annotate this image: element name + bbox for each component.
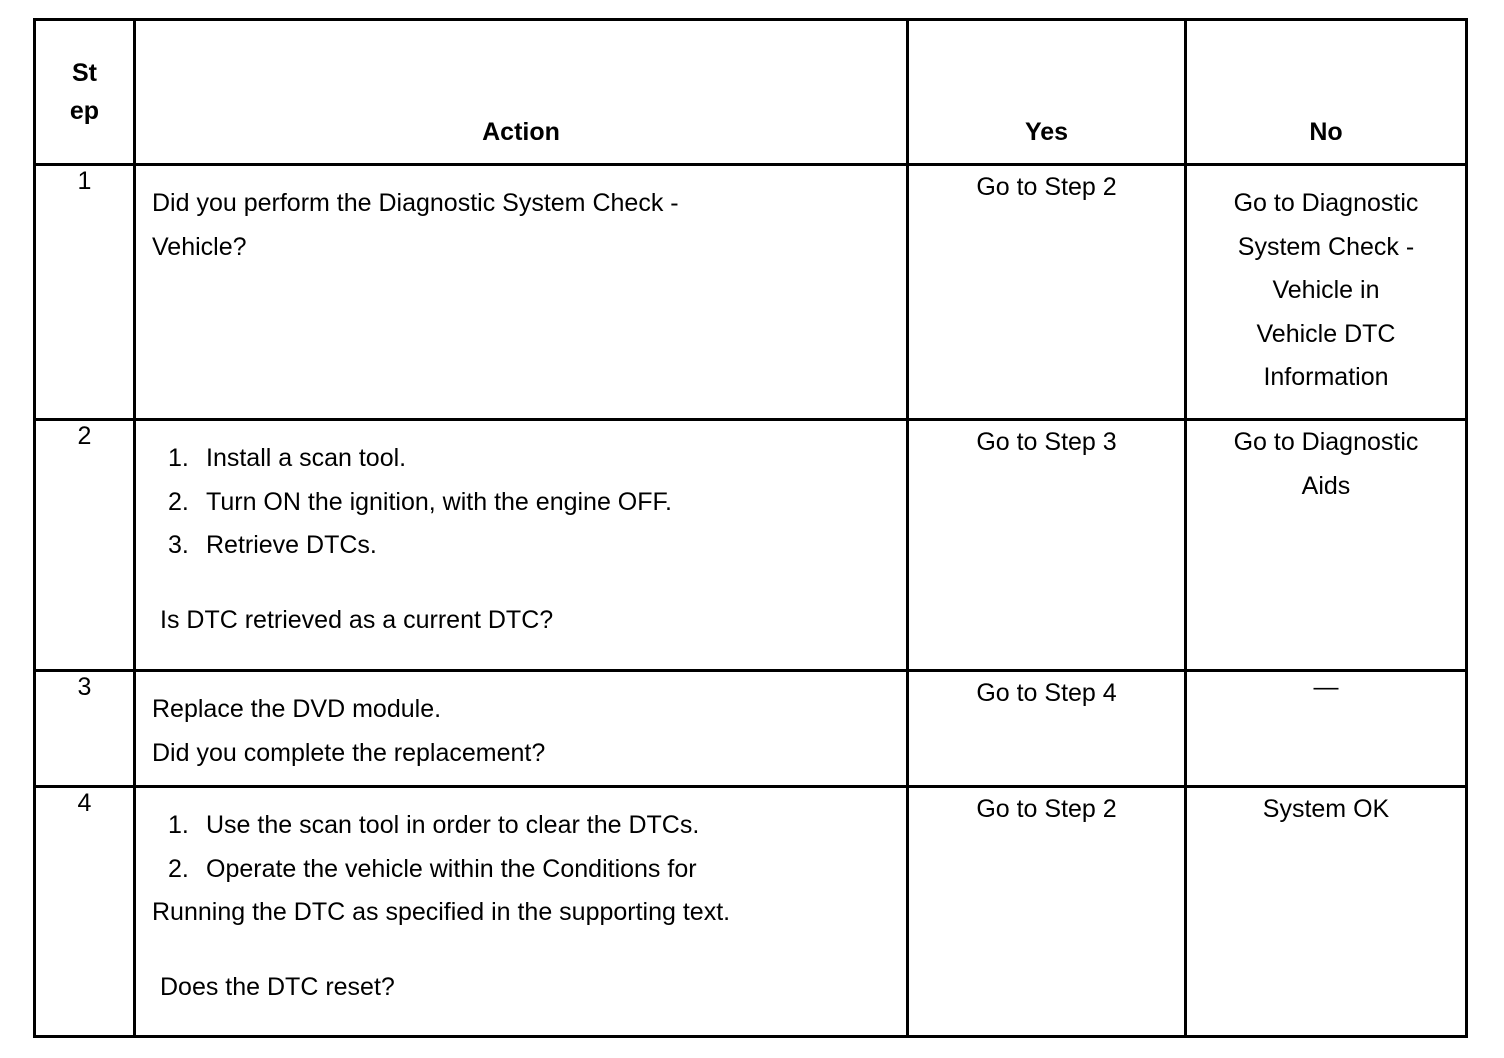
action-line: 1. Install a scan tool. (152, 437, 892, 481)
header-cell-step: St ep (33, 18, 136, 166)
table-row: 4 1. Use the scan tool in order to clear t… (33, 785, 1468, 1038)
action-line: 2. Operate the vehicle within the Conditi… (152, 848, 892, 892)
cell-yes: Go to Step 4 (906, 669, 1187, 788)
step-number: 1 (77, 167, 92, 195)
action-line: Running the DTC as specified in the supp… (152, 898, 731, 926)
no-result-line: System Check - (1237, 232, 1415, 261)
action-line: Vehicle? (152, 232, 247, 261)
cell-yes: Go to Step 2 (906, 785, 1187, 1038)
action-line-text: Install a scan tool. (206, 444, 407, 472)
yes-cell-wrap: Go to Step 2 (909, 166, 1184, 224)
action-line: Did you complete the replacement? (152, 738, 546, 767)
cell-yes: Go to Step 3 (906, 418, 1187, 672)
header-yes-wrap: Yes (909, 21, 1184, 163)
yes-result-text: Go to Step 2 (976, 795, 1117, 823)
cell-action: 1. Use the scan tool in order to clear th… (133, 785, 909, 1038)
cell-action: Did you perform the Diagnostic System Ch… (133, 163, 909, 421)
step-cell-wrap: 1 (36, 166, 133, 196)
header-cell-action: Action (133, 18, 909, 166)
action-cell-wrap: 1. Install a scan tool. 2. Turn ON the igni… (136, 421, 906, 650)
action-cell-wrap: Did you perform the Diagnostic System Ch… (136, 166, 906, 277)
no-result-line: — (1313, 673, 1339, 701)
cell-no: — (1184, 669, 1468, 788)
yes-result-text: Go to Step 2 (976, 173, 1117, 201)
yes-cell-wrap: Go to Step 4 (909, 672, 1184, 730)
cell-step: 4 (33, 785, 136, 1038)
header-yes-text: Yes (1024, 118, 1069, 146)
step-number: 2 (77, 422, 92, 450)
no-result-line: Go to Diagnostic (1233, 428, 1419, 456)
action-spacer (152, 568, 892, 599)
header-step-line1: St (72, 59, 97, 87)
cell-yes: Go to Step 2 (906, 163, 1187, 421)
header-no-wrap: No (1187, 21, 1465, 163)
no-cell-wrap: System OK (1187, 788, 1465, 846)
step-cell-wrap: 2 (36, 421, 133, 451)
diagnostic-step-table: St ep Action Yes (33, 18, 1468, 1038)
action-cell-wrap: 1. Use the scan tool in order to clear th… (136, 788, 906, 1017)
action-list-number: 2. (168, 854, 189, 883)
no-result-line: Go to Diagnostic (1233, 189, 1419, 217)
header-action-wrap: Action (136, 21, 906, 163)
cell-no: System OK (1184, 785, 1468, 1038)
action-line: 3. Retrieve DTCs. (152, 524, 892, 568)
action-list-number: 2. (168, 487, 189, 516)
header-step-text: St ep (70, 54, 99, 130)
yes-cell-wrap: Go to Step 3 (909, 421, 1184, 479)
action-spacer (152, 935, 892, 966)
action-line: 1. Use the scan tool in order to clear th… (152, 804, 892, 848)
action-cell-wrap: Replace the DVD module. Did you complete … (136, 672, 906, 783)
yes-cell-wrap: Go to Step 2 (909, 788, 1184, 846)
no-result-line: Information (1263, 363, 1389, 391)
yes-result-text: Go to Step 3 (976, 428, 1117, 456)
step-number: 3 (77, 673, 92, 701)
action-line: Replace the DVD module. (152, 695, 442, 723)
header-step-line2: ep (69, 97, 100, 125)
no-result-text: System OK (1263, 788, 1389, 832)
no-result-line: Vehicle in (1272, 276, 1380, 304)
header-action-text: Action (482, 118, 560, 146)
no-result-line: Aids (1301, 471, 1351, 500)
action-line-text: Operate the vehicle within the Condition… (206, 854, 697, 883)
cell-action: 1. Install a scan tool. 2. Turn ON the igni… (133, 418, 909, 672)
no-cell-wrap: — (1187, 672, 1465, 716)
action-line-text: Retrieve DTCs. (206, 531, 377, 559)
action-line-text: Turn ON the ignition, with the engine OF… (206, 487, 672, 516)
cell-action: Replace the DVD module. Did you complete … (133, 669, 909, 788)
table-body: St ep Action Yes (33, 18, 1468, 1038)
header-cell-yes: Yes (906, 18, 1187, 166)
table-row: 2 1. Install a scan tool. 2. Turn ON the ign… (33, 418, 1468, 672)
cell-step: 2 (33, 418, 136, 672)
step-number: 4 (77, 789, 92, 817)
step-cell-wrap: 4 (36, 788, 133, 818)
no-result-text: — (1314, 672, 1339, 702)
action-line-text: Use the scan tool in order to clear the … (206, 811, 700, 839)
no-result-line: Vehicle DTC (1256, 319, 1396, 348)
action-line: Does the DTC reset? (160, 972, 395, 1001)
no-result-line: System OK (1262, 795, 1390, 823)
action-line: 2. Turn ON the ignition, with the engine … (152, 481, 892, 525)
header-cell-no: No (1184, 18, 1468, 166)
cell-step: 1 (33, 163, 136, 421)
cell-step: 3 (33, 669, 136, 788)
yes-result-text: Go to Step 4 (976, 679, 1117, 707)
action-line: Is DTC retrieved as a current DTC? (160, 605, 554, 634)
action-list-number: 3. (168, 531, 189, 559)
action-list-number: 1. (168, 811, 189, 839)
action-line: Did you perform the Diagnostic System Ch… (152, 189, 679, 217)
table-header-row: St ep Action Yes (33, 18, 1468, 166)
header-step-wrap: St ep (36, 21, 133, 163)
step-cell-wrap: 3 (36, 672, 133, 702)
header-no-text: No (1309, 118, 1343, 146)
action-list-number: 1. (168, 444, 189, 472)
